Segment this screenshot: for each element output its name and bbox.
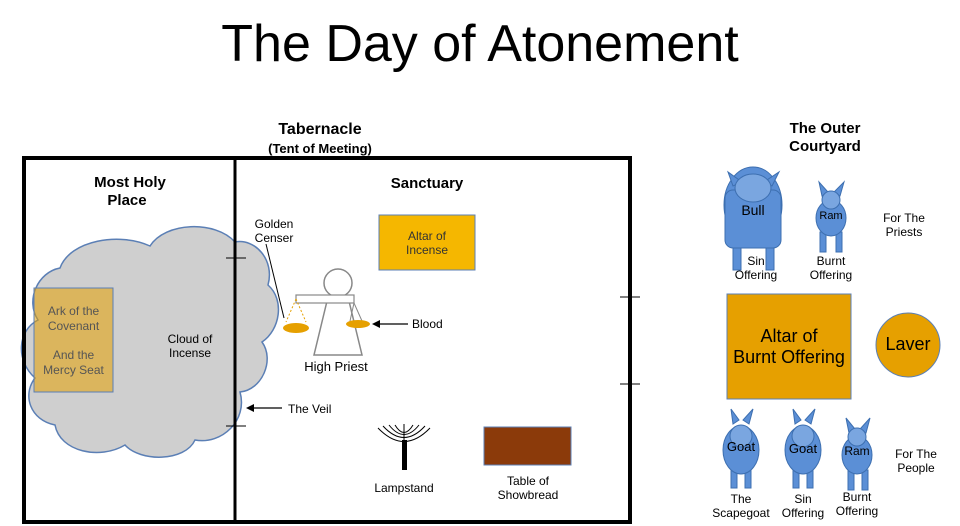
altar-of-burnt-offering-label: Altar of Burnt Offering bbox=[733, 326, 845, 367]
most-holy-place-label: Most Holy Place bbox=[94, 174, 166, 209]
goat-scapegoat-graphic bbox=[722, 408, 760, 489]
veil-label: The Veil bbox=[288, 402, 332, 416]
for-the-people-label: For The People bbox=[895, 447, 937, 475]
goat-sin-offering-label: Goat bbox=[788, 441, 818, 456]
altar-of-incense-label: Altar of Incense bbox=[405, 229, 449, 257]
showbread-label: Table of Showbread bbox=[497, 474, 559, 502]
lampstand-label: Lampstand bbox=[374, 481, 434, 495]
page-title: The Day of Atonement bbox=[221, 15, 739, 73]
bull-label: Bull bbox=[741, 202, 765, 218]
ram-priests-label: Ram bbox=[819, 210, 843, 222]
sin-offering-priests-label: Sin Offering bbox=[734, 254, 778, 282]
altar-of-incense-box bbox=[378, 214, 476, 271]
cloud-label: Cloud of Incense bbox=[167, 332, 213, 360]
laver-label: Laver bbox=[885, 334, 931, 354]
high-priest-label: High Priest bbox=[304, 359, 368, 374]
blood-label: Blood bbox=[412, 317, 443, 331]
scapegoat-label: The Scapegoat bbox=[712, 492, 770, 520]
sin-offering-people-label: Sin Offering bbox=[781, 492, 825, 520]
burnt-offering-people-label: Burnt Offering bbox=[835, 490, 879, 518]
showbread-table bbox=[483, 426, 572, 466]
for-the-priests-label: For The Priests bbox=[883, 211, 925, 239]
burnt-offering-priests-label: Burnt Offering bbox=[809, 254, 853, 282]
ram-people-graphic bbox=[841, 417, 873, 491]
ark-label: Ark of the Covenant And the Mercy Seat bbox=[43, 304, 104, 377]
tabernacle-subtitle: (Tent of Meeting) bbox=[268, 141, 372, 156]
golden-censer-label: Golden Censer bbox=[254, 217, 294, 245]
laver-circle bbox=[875, 312, 941, 378]
goat-sin-offering-graphic bbox=[784, 408, 822, 489]
outer-courtyard-title: The Outer Courtyard bbox=[789, 120, 861, 155]
ram-people-label: Ram bbox=[844, 444, 870, 458]
sanctuary-label: Sanctuary bbox=[390, 175, 464, 192]
tabernacle-title: Tabernacle bbox=[278, 121, 362, 138]
ram-priests-graphic bbox=[815, 180, 847, 253]
ark-of-covenant-box bbox=[33, 287, 114, 393]
goat-scapegoat-label: Goat bbox=[726, 439, 756, 454]
bull-graphic bbox=[723, 166, 783, 271]
lampstand-graphic bbox=[377, 424, 431, 442]
altar-of-burnt-offering-box bbox=[726, 293, 852, 400]
